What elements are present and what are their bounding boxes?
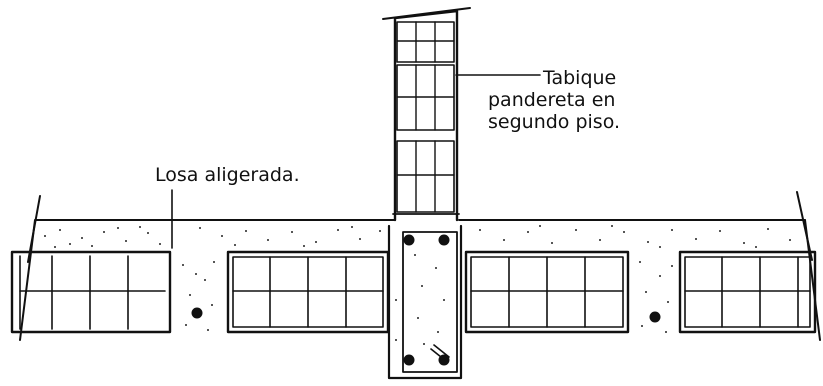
joist-rebar-left xyxy=(191,307,203,319)
tabique-label-line-3: segundo piso. xyxy=(488,111,621,133)
tabique-label-line-1: Tabique xyxy=(543,67,617,89)
partition-wall xyxy=(382,7,471,222)
losa-aligerada-label: Losa aligerada. xyxy=(155,164,300,186)
slab-brick-4 xyxy=(678,250,817,334)
beam-section xyxy=(387,224,463,380)
slab-brick-3 xyxy=(464,250,630,334)
slab-outline xyxy=(19,191,821,341)
concrete-stipple xyxy=(44,225,791,345)
tabique-label-line-2: pandereta en xyxy=(488,89,616,111)
slab-brick-1 xyxy=(10,250,172,334)
joist-rebar-right xyxy=(649,311,661,323)
